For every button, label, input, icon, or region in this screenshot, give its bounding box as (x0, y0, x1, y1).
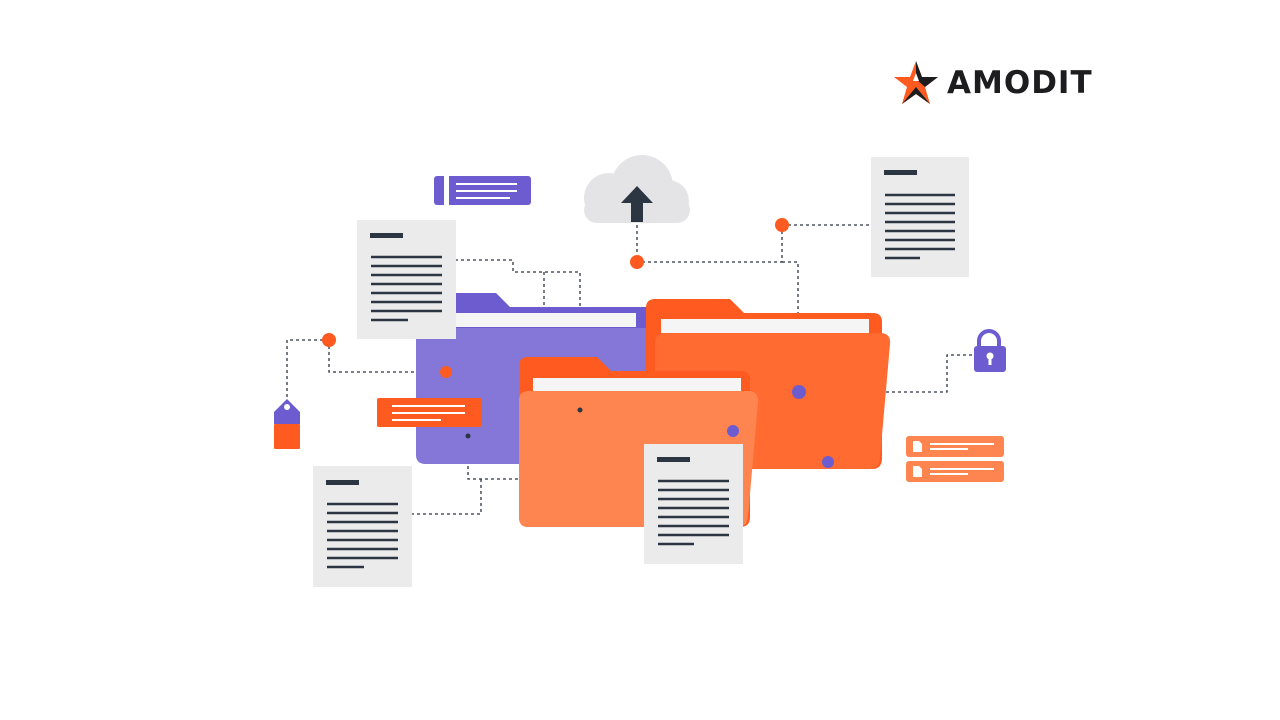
file-chip-icon (906, 436, 1004, 457)
price-tag-icon (274, 399, 300, 449)
brand-name: AMODIT (947, 64, 1093, 101)
lock-icon (974, 329, 1006, 372)
cloud-upload-icon (584, 155, 690, 223)
star-icon (894, 61, 938, 104)
brand-logo: AMODIT (893, 58, 1093, 108)
document-icon (357, 220, 456, 339)
connector-nodes (322, 218, 834, 468)
orange-label-icon (377, 398, 482, 427)
document-icon (313, 466, 412, 587)
purple-label-icon (434, 176, 531, 205)
document-icon (644, 444, 743, 564)
file-chip-icon (906, 461, 1004, 482)
document-icon (871, 157, 969, 277)
